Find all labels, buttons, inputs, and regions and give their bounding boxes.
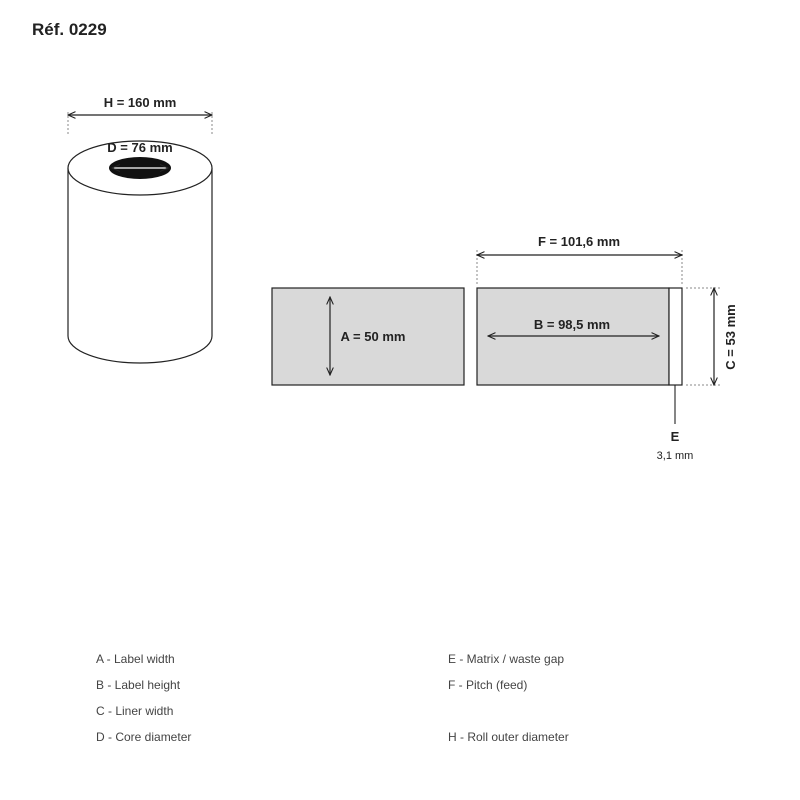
b-label: B = 98,5 mm bbox=[534, 317, 610, 332]
f-label: F = 101,6 mm bbox=[538, 234, 620, 249]
e-letter: E bbox=[671, 429, 680, 444]
legend-item-h: H - Roll outer diameter bbox=[448, 730, 569, 744]
legend-item-c: C - Liner width bbox=[96, 704, 174, 718]
dimension-c: C = 53 mm bbox=[686, 288, 738, 385]
dimension-e: E 3,1 mm bbox=[657, 385, 694, 462]
legend-item-d: D - Core diameter bbox=[96, 730, 192, 744]
a-label: A = 50 mm bbox=[341, 329, 406, 344]
roll-bottom-arc bbox=[67, 335, 213, 364]
dimension-f: F = 101,6 mm bbox=[477, 234, 682, 286]
page-title: Réf. 0229 bbox=[32, 20, 107, 39]
legend-item-e: E - Matrix / waste gap bbox=[448, 652, 565, 666]
legend-item-b: B - Label height bbox=[96, 678, 181, 692]
waste-gap-rect bbox=[668, 287, 683, 386]
h-label: H = 160 mm bbox=[104, 95, 177, 110]
dimension-h: H = 160 mm bbox=[68, 95, 212, 136]
c-label: C = 53 mm bbox=[723, 304, 738, 369]
d-label: D = 76 mm bbox=[107, 140, 172, 155]
label-b-drawing: B = 98,5 mm bbox=[476, 287, 683, 386]
legend-item-f: F - Pitch (feed) bbox=[448, 678, 528, 692]
legend-item-a: A - Label width bbox=[96, 652, 175, 666]
e-value: 3,1 mm bbox=[657, 450, 694, 462]
label-rect-a bbox=[271, 287, 465, 386]
roll-drawing bbox=[67, 140, 213, 364]
label-a-drawing: A = 50 mm bbox=[271, 287, 465, 386]
